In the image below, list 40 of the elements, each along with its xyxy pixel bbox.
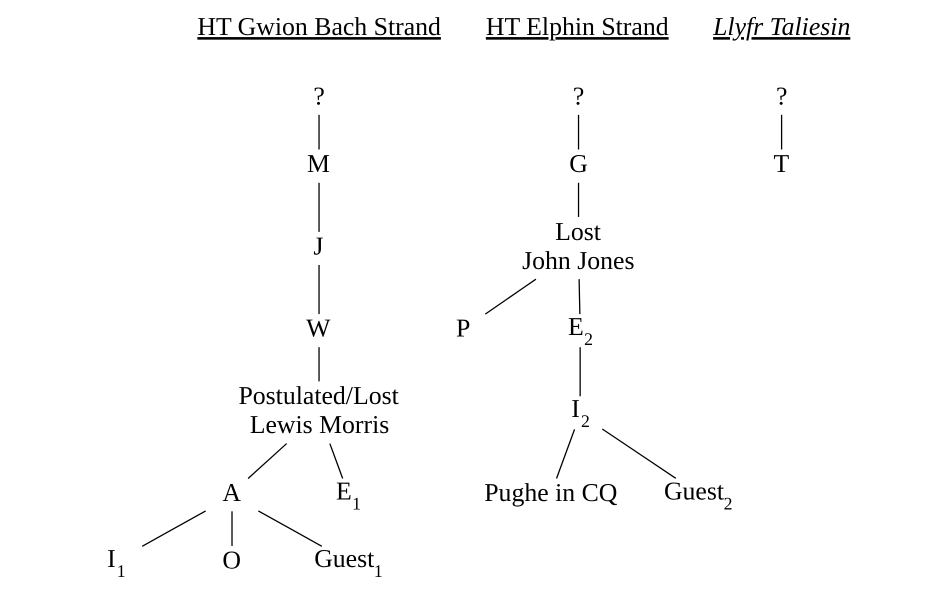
node-text: Postulated/Lost Lewis Morris (238, 381, 398, 440)
node-text: Guest$_{1}$ (314, 544, 382, 581)
node-text: G (568, 149, 588, 178)
connector (318, 114, 320, 150)
connector (577, 182, 579, 217)
node-text: I$_{2}$ (570, 394, 590, 432)
node-text: W (306, 313, 330, 342)
node-text: Pughe in CQ (484, 478, 617, 507)
node-text: ? (312, 81, 324, 110)
connector (318, 182, 320, 232)
label: HT Elphin Strand (485, 12, 668, 42)
connector (230, 511, 232, 546)
node-text: J (312, 231, 323, 260)
node-text: M (306, 149, 330, 178)
node-text: P (456, 313, 470, 342)
node-text: Lost John Jones (522, 216, 634, 275)
node-text: O (222, 546, 240, 575)
connector (318, 265, 320, 314)
connector (247, 443, 287, 479)
node-text: T (773, 149, 789, 178)
connector (601, 428, 676, 479)
node-text: A (222, 478, 240, 507)
node-text: E$_{2}$ (568, 312, 593, 349)
node-text: E$_{1}$ (335, 476, 360, 514)
label: Llyfr Taliesin (712, 12, 850, 42)
connector (579, 347, 580, 396)
connector (484, 278, 536, 315)
connector (258, 510, 322, 547)
node-text: ? (572, 81, 584, 110)
label: HT Gwion Bach Strand (196, 12, 440, 42)
connector (141, 510, 206, 547)
node-text: I$_{1}$ (106, 544, 126, 581)
connector (577, 114, 579, 150)
connector (328, 443, 343, 479)
connector (555, 429, 575, 479)
connector (780, 114, 782, 150)
connector (318, 347, 320, 382)
node-text: ? (775, 81, 787, 110)
connector (578, 279, 580, 314)
node-text: Guest$_{2}$ (663, 476, 732, 514)
